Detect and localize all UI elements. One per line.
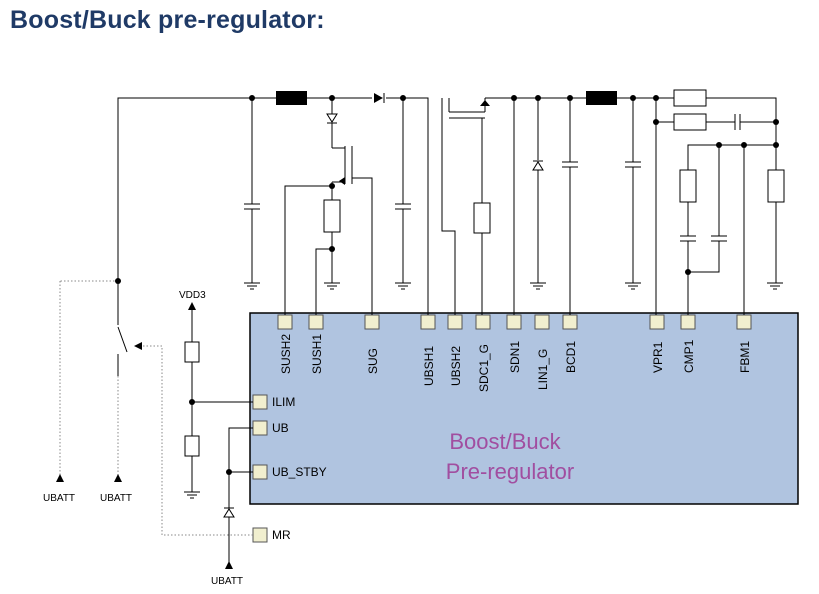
wires-left-section	[117, 91, 429, 315]
pin-label-sush2: SUSH2	[279, 334, 293, 374]
chip-name-line2: Pre-regulator	[446, 459, 574, 484]
pin-label-cmp1: CMP1	[682, 339, 696, 373]
wires-input-section	[56, 280, 253, 569]
pin-label-vpr1: VPR1	[651, 341, 665, 373]
pin-label-sdc1g: SDC1_G	[477, 344, 491, 392]
top-pin-labels: SUSH2 SUSH1 SUG UBSH1 UBSH2 SDC1_G SDN1 …	[279, 334, 752, 392]
ubatt-label-left1: UBATT	[43, 493, 75, 504]
pin-label-ubstby: UB_STBY	[272, 465, 327, 479]
ubatt-label-bottom: UBATT	[211, 576, 243, 587]
pin-label-ilim: ILIM	[272, 395, 295, 409]
pin-label-fbm1: FBM1	[738, 341, 752, 373]
pin-label-bcd1: BCD1	[564, 341, 578, 373]
page-title: Boost/Buck pre-regulator:	[10, 6, 325, 34]
pin-label-ubsh2: UBSH2	[449, 346, 463, 386]
pin-label-ubsh1: UBSH1	[422, 346, 436, 386]
pin-label-sug: SUG	[366, 348, 380, 374]
pin-label-sush1: SUSH1	[310, 334, 324, 374]
top-pins	[277, 314, 752, 330]
ubatt-label-left2: UBATT	[100, 493, 132, 504]
junction-dots	[115, 95, 779, 475]
ground-symbols	[184, 282, 783, 499]
pin-label-mr: MR	[272, 528, 291, 542]
chip-body	[249, 312, 799, 505]
wires-right-section	[441, 89, 785, 315]
pin-label-ub: UB	[272, 421, 289, 435]
left-pins: ILIM UB UB_STBY MR	[252, 394, 327, 543]
vdd3-label: VDD3	[179, 290, 206, 301]
chip-name-line1: Boost/Buck	[449, 429, 561, 454]
pin-label-lin1g: LIN1_G	[536, 349, 550, 390]
pin-label-sdn1: SDN1	[508, 341, 522, 373]
